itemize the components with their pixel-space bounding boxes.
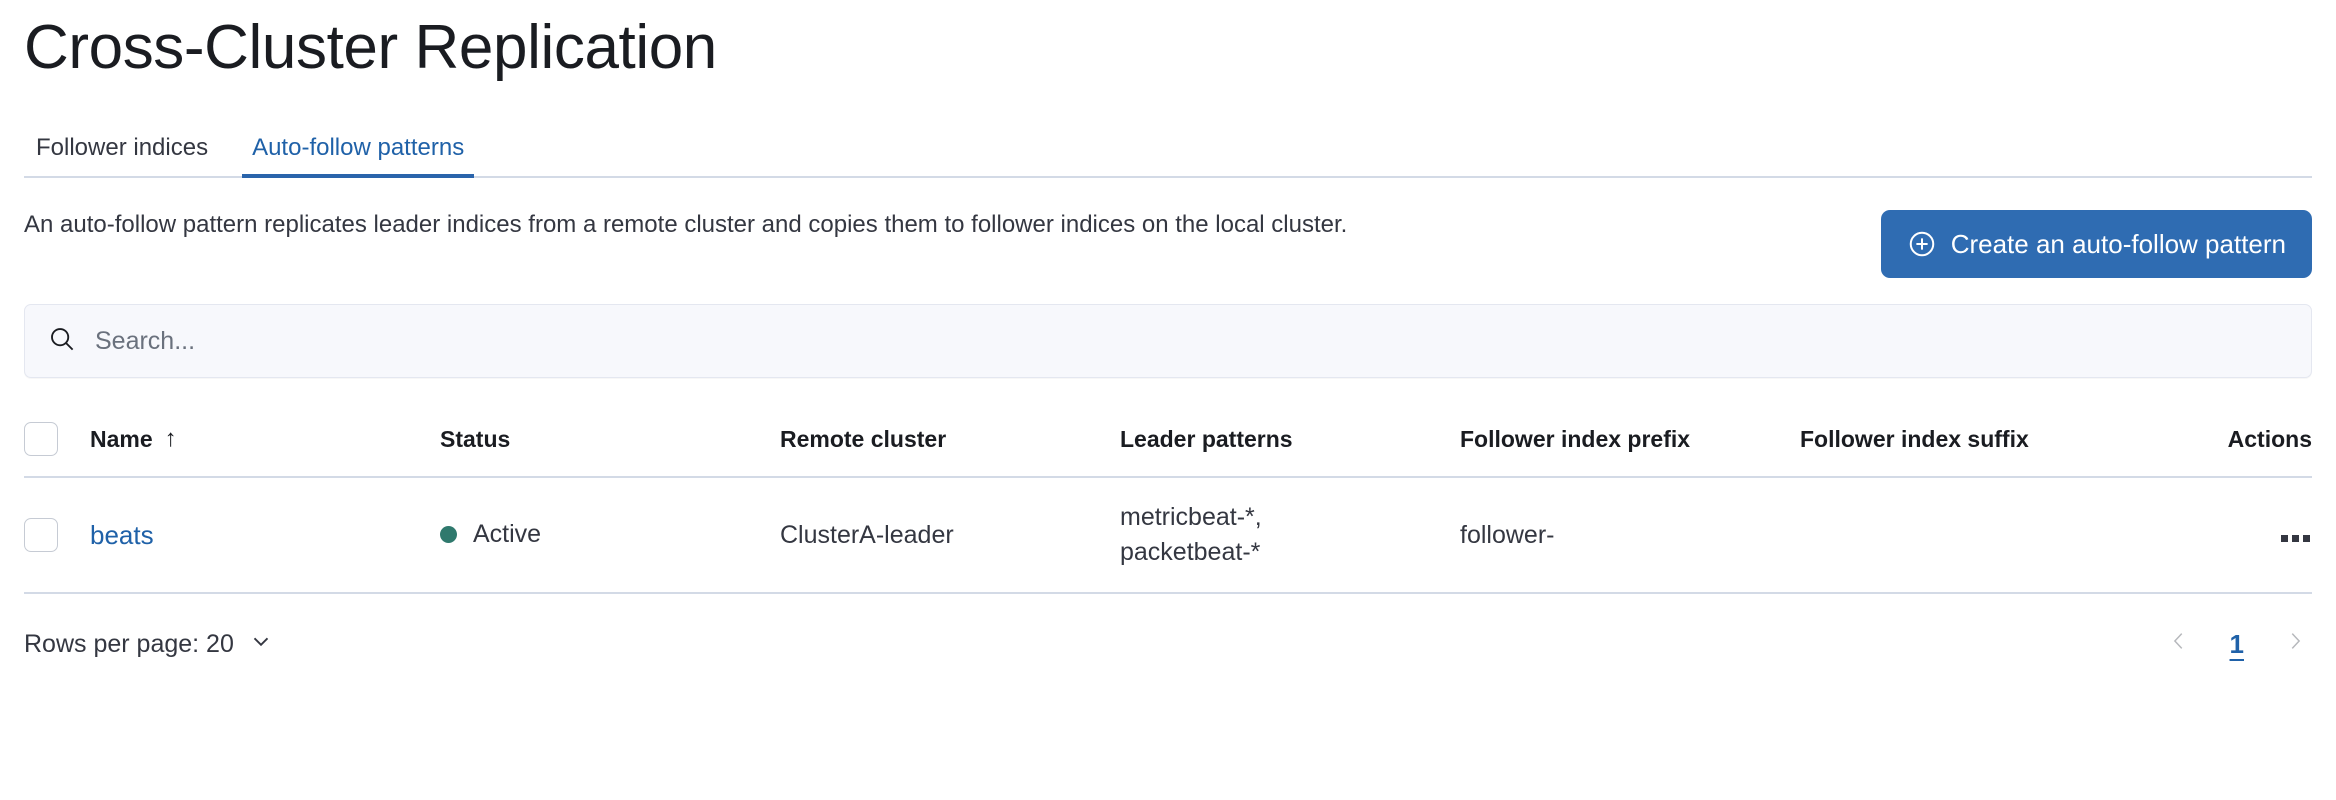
row-select-cell (24, 477, 90, 595)
table-body: beats Active ClusterA-leader metricbeat-… (24, 477, 2312, 595)
column-header-follower-index-suffix[interactable]: Follower index suffix (1800, 400, 2140, 479)
ellipsis-dot-3 (2303, 535, 2310, 543)
column-header-status[interactable]: Status (440, 400, 780, 479)
table-head: Name ↑ Status Remote cluster Leader patt… (24, 400, 2312, 479)
select-all-checkbox[interactable] (24, 422, 58, 457)
page-description: An auto-follow pattern replicates leader… (24, 211, 1348, 239)
column-header-name[interactable]: Name ↑ (90, 400, 440, 479)
tab-bar: Follower indices Auto-follow patterns (24, 116, 2312, 179)
cell-follower-index-suffix (1800, 477, 2140, 595)
page-title: Cross-Cluster Replication (24, 13, 717, 82)
search-icon (47, 324, 77, 359)
column-header-leader-patterns[interactable]: Leader patterns (1120, 400, 1460, 479)
rows-per-page-label: Rows per page: 20 (24, 629, 234, 658)
column-header-remote-cluster[interactable]: Remote cluster (780, 400, 1120, 479)
chevron-right-icon[interactable] (2278, 624, 2312, 664)
status-dot-icon (440, 526, 457, 544)
column-header-name-label: Name (90, 425, 153, 452)
create-button-label: Create an auto-follow pattern (1950, 228, 2286, 259)
ellipsis-horizontal-icon[interactable] (2279, 527, 2312, 550)
create-auto-follow-pattern-button[interactable]: Create an auto-follow pattern (1880, 210, 2312, 279)
status-label: Active (473, 520, 542, 549)
leader-pattern-line-2: packetbeat-* (1120, 538, 1261, 567)
pattern-name-link[interactable]: beats (90, 519, 154, 550)
page-number-1[interactable]: 1 (2229, 628, 2244, 659)
sort-ascending-icon: ↑ (164, 425, 177, 453)
tab-follower-indices-label: Follower indices (36, 134, 209, 162)
cell-follower-index-prefix: follower- (1460, 477, 1800, 595)
tab-auto-follow-patterns-label: Auto-follow patterns (252, 134, 465, 162)
column-header-follower-index-prefix[interactable]: Follower index prefix (1460, 400, 1800, 479)
ellipsis-dot-1 (2281, 535, 2288, 543)
search-input[interactable] (95, 305, 2289, 378)
chevron-down-icon (248, 628, 274, 661)
column-header-select-all (24, 400, 90, 479)
auto-follow-patterns-table: Name ↑ Status Remote cluster Leader patt… (24, 400, 2312, 595)
leader-pattern-line-1: metricbeat-*, (1120, 503, 1262, 532)
tab-follower-indices[interactable]: Follower indices (24, 136, 230, 178)
table-footer: Rows per page: 20 1 (24, 624, 2312, 664)
leader-patterns-list: metricbeat-*, packetbeat-* (1120, 500, 1460, 570)
cell-name: beats (90, 477, 440, 595)
cell-status: Active (440, 477, 780, 595)
pagination: 1 (2162, 624, 2312, 664)
chevron-left-icon[interactable] (2162, 624, 2196, 664)
cell-remote-cluster: ClusterA-leader (780, 477, 1120, 595)
name-sort-control[interactable]: Name ↑ (90, 426, 177, 453)
ellipsis-dot-2 (2292, 535, 2299, 543)
row-checkbox[interactable] (24, 518, 58, 553)
search-bar[interactable] (24, 304, 2312, 379)
cell-actions (2140, 477, 2312, 595)
plus-in-circle-icon (1907, 229, 1937, 259)
cell-leader-patterns: metricbeat-*, packetbeat-* (1120, 477, 1460, 595)
table-row: beats Active ClusterA-leader metricbeat-… (24, 477, 2312, 595)
rows-per-page-selector[interactable]: Rows per page: 20 (24, 628, 274, 661)
table-header-row: Name ↑ Status Remote cluster Leader patt… (24, 400, 2312, 479)
description-row: An auto-follow pattern replicates leader… (24, 208, 2312, 279)
tab-auto-follow-patterns[interactable]: Auto-follow patterns (230, 134, 486, 179)
status-badge: Active (440, 520, 541, 549)
column-header-actions: Actions (2140, 400, 2312, 479)
